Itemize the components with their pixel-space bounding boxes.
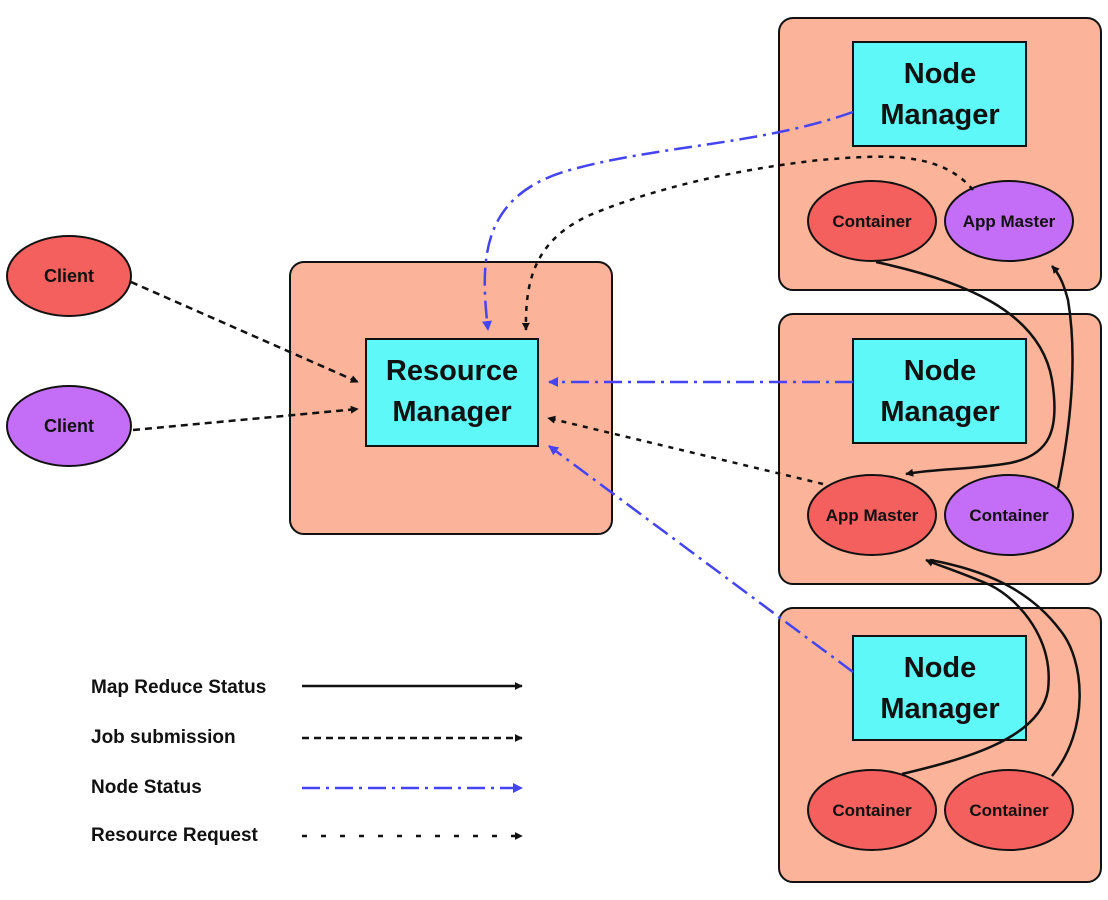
client-label-red: Client (44, 266, 94, 286)
node-manager-1-label-line2: Manager (880, 99, 999, 131)
resource-request-arrow-host2 (547, 415, 824, 486)
node-status-arrow-host1 (482, 110, 854, 331)
client-node-purple (6, 385, 132, 467)
node-manager-2-label-line2: Manager (880, 396, 999, 428)
resource-manager-label-line1: Resource (386, 355, 518, 387)
host2-container-label: Container (969, 506, 1049, 525)
client-label-purple: Client (44, 416, 94, 436)
legend-label-map-reduce-status: Map Reduce Status (91, 677, 266, 698)
host1-app-master-node (944, 180, 1074, 262)
node-manager-3-label-line1: Node (904, 652, 977, 684)
node-manager-3-label-line2: Manager (880, 693, 999, 725)
job-submission-arrow-red-client (130, 280, 359, 384)
host3-container-node-a (807, 769, 937, 851)
map-reduce-status-container-host2-to-app-master-host1 (1051, 265, 1074, 489)
node-manager-1-label-line1: Node (904, 58, 977, 90)
map-reduce-status-container-host3b-to-app-master-host2 (929, 558, 1081, 777)
host2-container-node (944, 474, 1074, 556)
client-node-red (6, 235, 132, 317)
host1-container-label: Container (832, 212, 912, 231)
node-manager-box-1 (852, 41, 1027, 147)
node-manager-box-3 (852, 635, 1027, 741)
host1-app-master-label: App Master (963, 212, 1056, 231)
map-reduce-status-container-host3a-to-app-master-host2 (901, 558, 1050, 776)
resource-request-arrow-host1 (521, 155, 974, 331)
host1-container-node (807, 180, 937, 262)
host3-container-label-a: Container (832, 801, 912, 820)
resource-manager-box (365, 338, 539, 447)
node-manager-box-2 (852, 338, 1027, 444)
legend-label-resource-request: Resource Request (91, 825, 259, 846)
host2-app-master-label: App Master (826, 506, 919, 525)
job-submission-arrow-purple-client (132, 405, 359, 432)
host3-container-label-b: Container (969, 801, 1049, 820)
host2-app-master-node (807, 474, 937, 556)
node-status-arrow-host3 (548, 444, 854, 674)
node-manager-2-label-line1: Node (904, 355, 977, 387)
legend-label-job-submission: Job submission (91, 727, 236, 748)
resource-manager-label-line2: Manager (392, 396, 511, 428)
host3-container-node-b (944, 769, 1074, 851)
map-reduce-status-container-host1-to-app-master-host2 (875, 260, 1056, 477)
legend-label-node-status: Node Status (91, 777, 202, 798)
